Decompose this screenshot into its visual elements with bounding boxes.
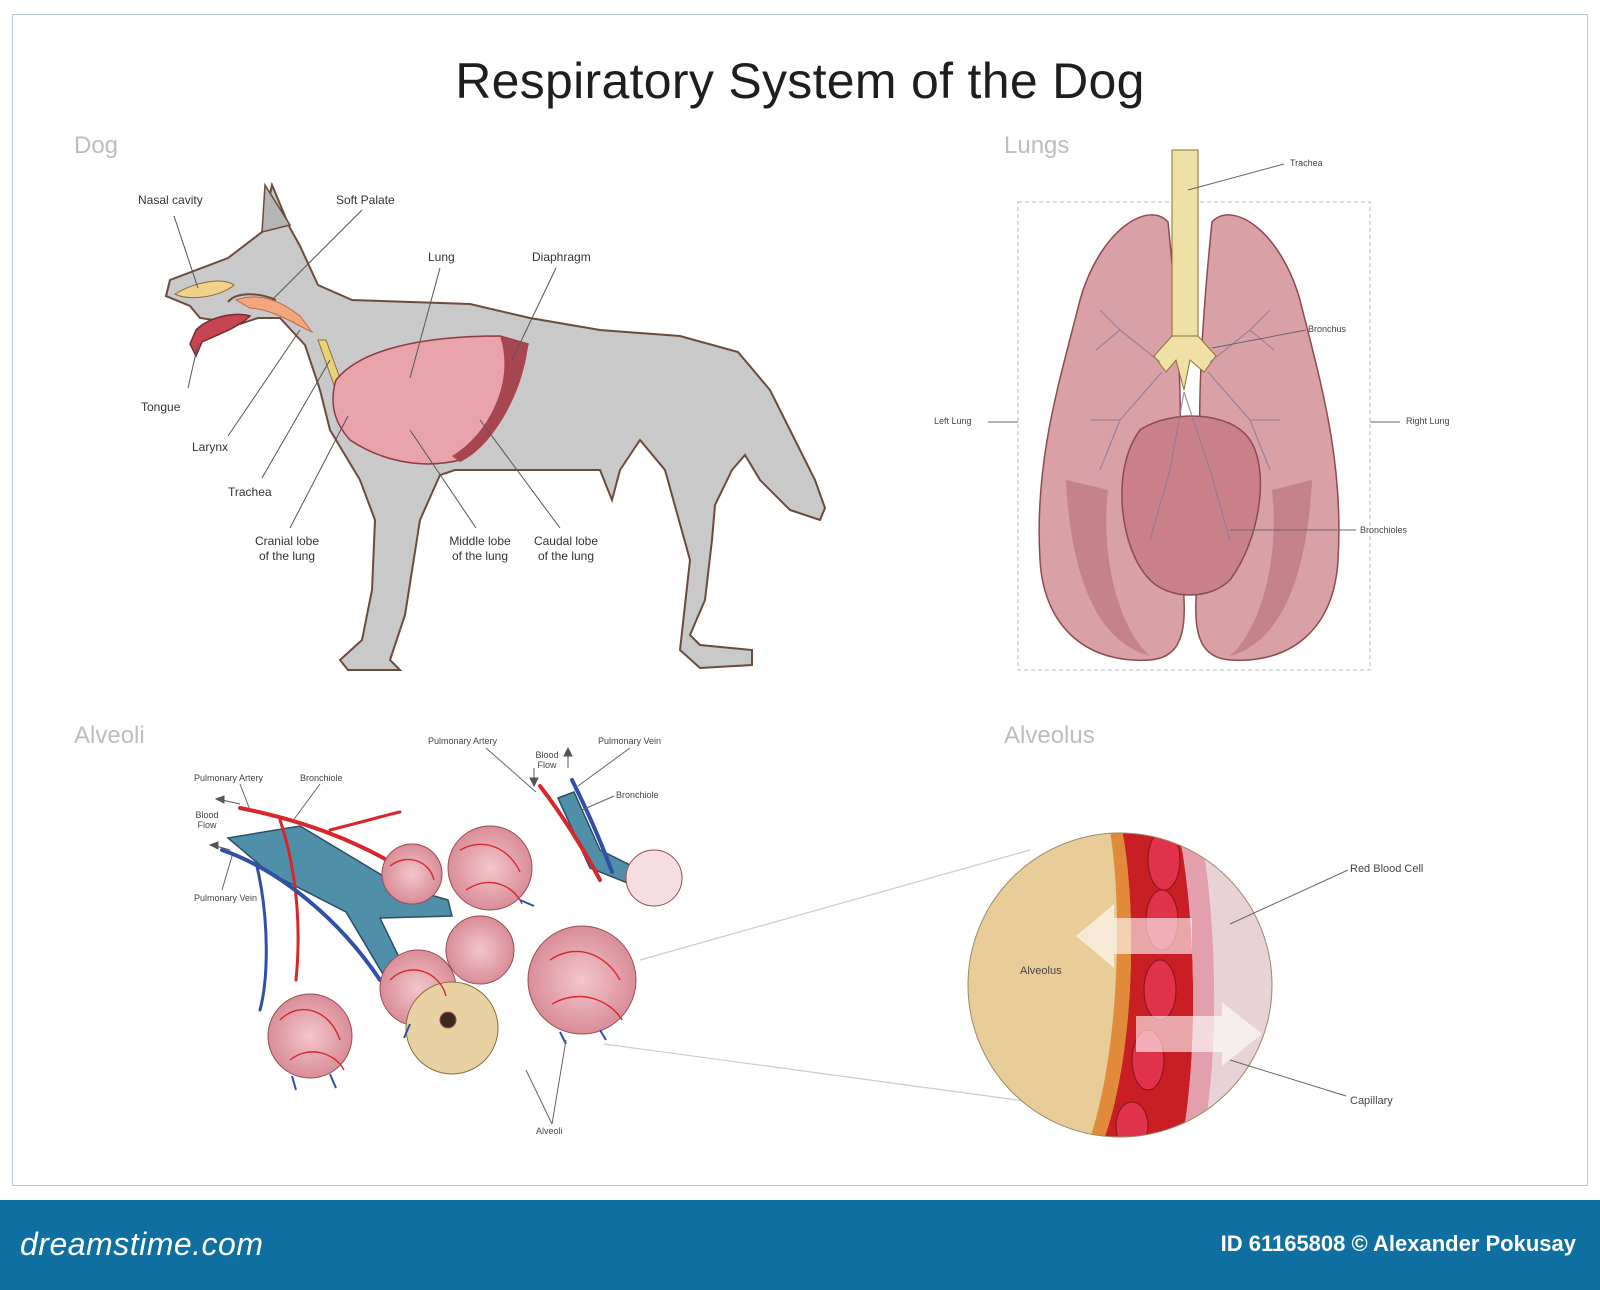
label-pulmonary-artery-top: Pulmonary Artery (428, 736, 498, 746)
leader-bronchiole-left (291, 783, 321, 823)
lungs-right-lower-lobe (1230, 480, 1312, 656)
diagram-title: Respiratory System of the Dog (455, 53, 1145, 109)
label-pulmonary-vein-left: Pulmonary Vein (194, 893, 258, 903)
dog-diaphragm (452, 336, 528, 462)
section-dog-heading: Dog (74, 132, 119, 159)
illustration (164, 149, 1400, 1138)
leader-nasal-cavity (173, 215, 199, 289)
dog-leader-lines (173, 209, 561, 529)
lungs-left-lower-lobe (1066, 480, 1150, 656)
lungs-leader-lines (988, 163, 1400, 531)
dog-mouth (227, 293, 277, 303)
leader-capillary (1229, 1059, 1347, 1097)
label-alveoli: Alveoli (536, 1126, 563, 1136)
lungs-bronchus (1153, 335, 1217, 391)
label-trachea: Trachea (228, 485, 272, 499)
leader-lung (409, 267, 441, 379)
alveoli-figure (220, 778, 683, 1091)
diagram-frame (12, 14, 1588, 1186)
leader-trachea (261, 359, 331, 479)
label-lungs-bronchus: Bronchus (1308, 324, 1347, 334)
label-bronchiole-left: Bronchiole (300, 773, 343, 783)
leader-pulmonary-vein-left (221, 855, 233, 891)
section-lungs-heading: Lungs (1004, 132, 1070, 159)
label-middle-lobe: Middle lobe of the lung (449, 534, 511, 563)
dog-soft-palate (234, 296, 314, 334)
lungs-trachea (1171, 149, 1199, 347)
label-left-lung: Left Lung (934, 416, 972, 426)
label-caudal-lobe: Caudal lobe of the lung (533, 534, 599, 563)
alveoli-vessels (220, 778, 614, 1012)
alveoli-flow-arrows (208, 746, 573, 851)
label-lung: Lung (428, 250, 455, 264)
alveolus-arrow-co2 (1136, 1002, 1262, 1066)
alveoli-leader-lines (221, 747, 631, 1125)
lungs-bronchioles (1090, 309, 1280, 541)
alveolus-outline (967, 832, 1273, 1138)
alveolus-figure (968, 833, 1272, 1137)
leader-soft-palate (271, 209, 363, 301)
footer-logo: dreamstime.com (20, 1226, 264, 1262)
label-alveolus: Alveolus (1020, 965, 1062, 977)
label-soft-palate: Soft Palate (336, 193, 395, 207)
label-bronchioles: Bronchioles (1360, 525, 1408, 535)
dog-nasal-cavity (173, 280, 235, 299)
label-blood-flow-left: Blood Flow (195, 810, 219, 830)
leader-lungs-trachea (1187, 163, 1285, 191)
leader-bronchiole-right (581, 795, 615, 811)
alveolus-arrow-o2 (1076, 904, 1192, 968)
section-alveoli-heading: Alveoli (74, 722, 145, 749)
dog-tongue (189, 313, 252, 358)
leader-cranial-lobe (289, 415, 349, 529)
zoom-connectors (603, 849, 1033, 1103)
alveoli-venous-ends (291, 899, 607, 1091)
leader-alveoli-b (551, 1039, 567, 1125)
section-alveolus-heading: Alveolus (1004, 722, 1095, 749)
label-pulmonary-vein-top: Pulmonary Vein (598, 736, 662, 746)
leader-alveoli-a (525, 1069, 553, 1125)
leader-pulmonary-vein-top (577, 747, 631, 787)
leader-diaphragm (511, 267, 557, 361)
label-right-lung: Right Lung (1406, 416, 1450, 426)
dog-ear (261, 182, 292, 233)
label-lungs-trachea: Trachea (1290, 158, 1323, 168)
label-pulmonary-artery-left: Pulmonary Artery (194, 773, 264, 783)
leader-red-blood-cell (1229, 869, 1349, 925)
dog-figure (164, 181, 827, 671)
label-nasal-cavity: Nasal cavity (138, 193, 203, 207)
label-capillary: Capillary (1350, 1095, 1393, 1107)
leader-pulmonary-artery-top (485, 747, 537, 793)
leader-pulmonary-artery-left (239, 783, 251, 811)
label-tongue: Tongue (141, 400, 181, 414)
leader-larynx (227, 329, 301, 437)
footer-credit: ID 61165808 © Alexander Pokusay (1220, 1231, 1576, 1256)
lungs-figure (1038, 149, 1340, 662)
footer-bar: dreamstime.com ID 61165808 © Alexander P… (0, 1200, 1600, 1290)
leader-middle-lobe (409, 429, 477, 529)
leader-caudal-lobe (479, 419, 561, 529)
alveoli-capillary-net (279, 843, 623, 1071)
alveolus-leader-lines (1229, 869, 1349, 1097)
lungs-heart (1121, 415, 1262, 596)
label-larynx: Larynx (192, 440, 229, 454)
label-blood-flow-top: Blood Flow (535, 750, 559, 770)
leader-tongue (187, 343, 199, 389)
label-diaphragm: Diaphragm (532, 250, 591, 264)
label-bronchiole-right: Bronchiole (616, 790, 659, 800)
label-cranial-lobe: Cranial lobe of the lung (254, 534, 320, 563)
leader-lungs-bronchus (1211, 329, 1307, 349)
label-red-blood-cell: Red Blood Cell (1350, 863, 1424, 875)
